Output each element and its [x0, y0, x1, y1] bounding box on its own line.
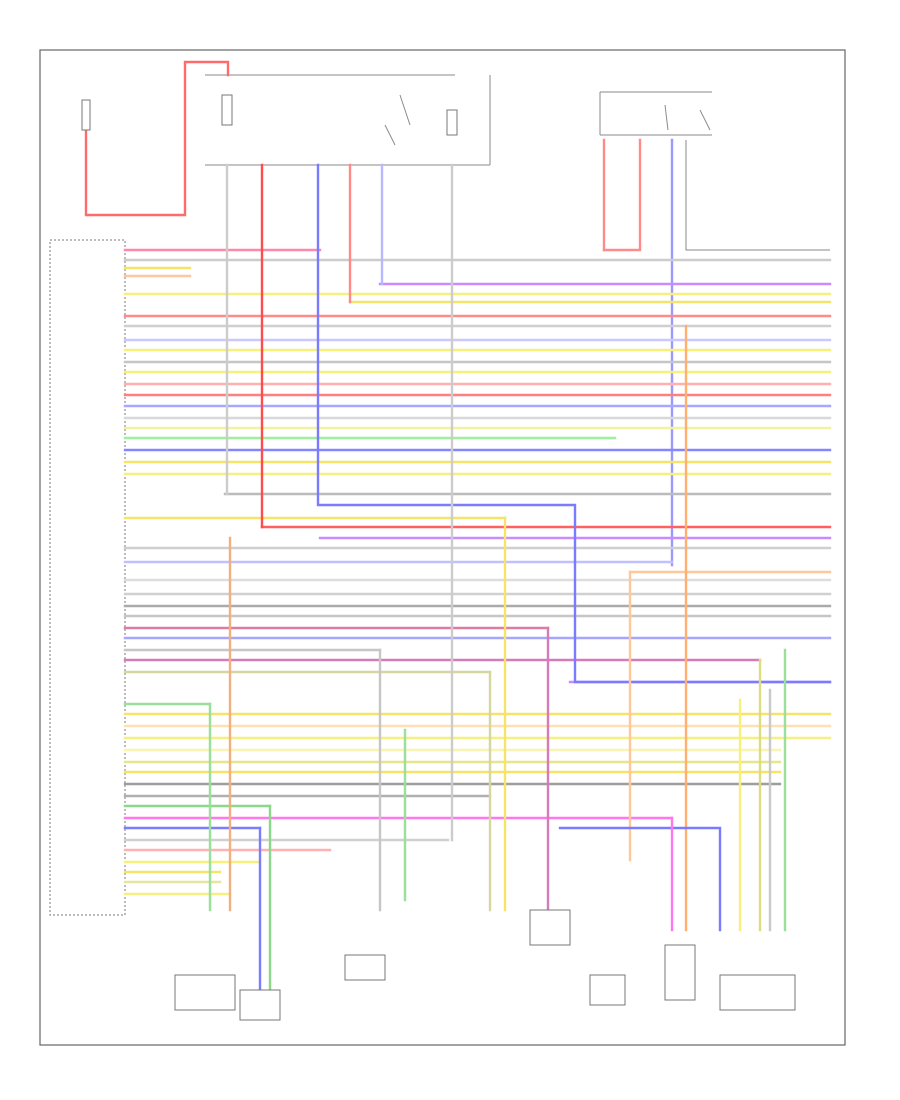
- component-b: [239, 989, 281, 1021]
- component-g: [719, 974, 796, 1011]
- engine-control-module: [49, 239, 126, 916]
- component-f: [664, 944, 696, 1001]
- fuse-relay-box: [205, 74, 491, 166]
- component-d: [529, 909, 571, 946]
- component-a: [174, 974, 236, 1011]
- diagram-frame: [39, 49, 846, 1046]
- component-c: [344, 954, 386, 981]
- component-e: [589, 974, 626, 1006]
- vertical-feeders: [208, 163, 832, 992]
- battery-feed: [81, 60, 230, 217]
- components: [174, 909, 796, 1021]
